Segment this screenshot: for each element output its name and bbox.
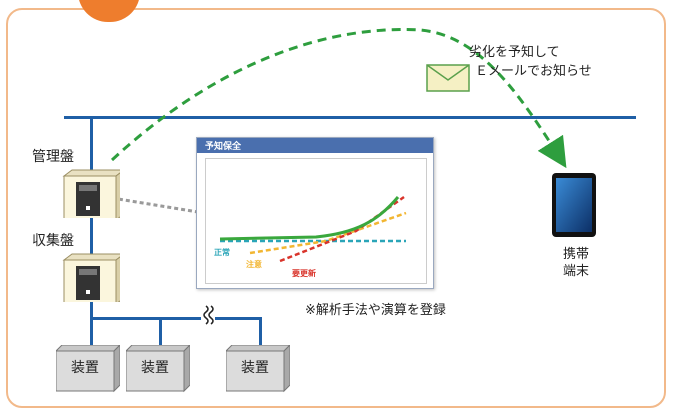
device-drop-1: [90, 317, 93, 345]
frame-tab: [78, 0, 140, 22]
label-needs-replacement: 要更新: [292, 269, 316, 278]
window-title: 予知保全: [205, 142, 242, 152]
trend-lines: [219, 195, 407, 263]
management-panel-cabinet-icon: [62, 169, 120, 218]
network-bus: [64, 116, 636, 119]
tablet-icon: [552, 173, 596, 237]
device-box-icon: [126, 345, 190, 393]
email-text-line1: 劣化を予知して: [469, 45, 560, 60]
trend-line: [219, 196, 400, 241]
label-caution: 注意: [246, 260, 262, 269]
device-3-label: 装置: [241, 360, 269, 376]
device-3: 装置: [226, 345, 290, 393]
email-notification-text: 劣化を予知して Ｅメールでお知らせ: [469, 43, 592, 81]
mobile-device-label: 携帯 端末: [556, 246, 596, 280]
mobile-label-line2: 端末: [562, 264, 589, 279]
registration-note: ※解析手法や演算を登録: [305, 303, 446, 318]
caution-line: [249, 211, 407, 255]
label-normal: 正常: [214, 248, 230, 257]
device-1-label: 装置: [71, 360, 99, 376]
device-1: 装置: [56, 345, 120, 393]
envelope-icon: [426, 64, 470, 92]
wavy-break-icon: [201, 305, 215, 325]
mobile-label-line1: 携帯: [562, 247, 589, 262]
device-box-icon: [226, 345, 290, 393]
analysis-link: [111, 196, 199, 214]
management-panel-label: 管理盤: [32, 149, 74, 165]
trend-plot: 正常 注意 要更新: [205, 158, 427, 284]
email-text-line2: Ｅメールでお知らせ: [475, 64, 592, 79]
window-title-bar: 予知保全: [197, 138, 433, 153]
needs-replacement-line: [279, 195, 405, 263]
device-2-label: 装置: [141, 360, 169, 376]
device-bus: [90, 317, 262, 320]
device-drop-3: [259, 317, 262, 345]
collection-panel-label: 収集盤: [32, 233, 74, 249]
device-2: 装置: [126, 345, 190, 393]
device-drop-2: [159, 317, 162, 345]
device-box-icon: [56, 345, 120, 393]
predictive-maintenance-window: 予知保全 正常 注意 要更新: [196, 137, 434, 289]
panel-bus: [90, 116, 93, 320]
collection-panel-cabinet-icon: [62, 253, 120, 302]
